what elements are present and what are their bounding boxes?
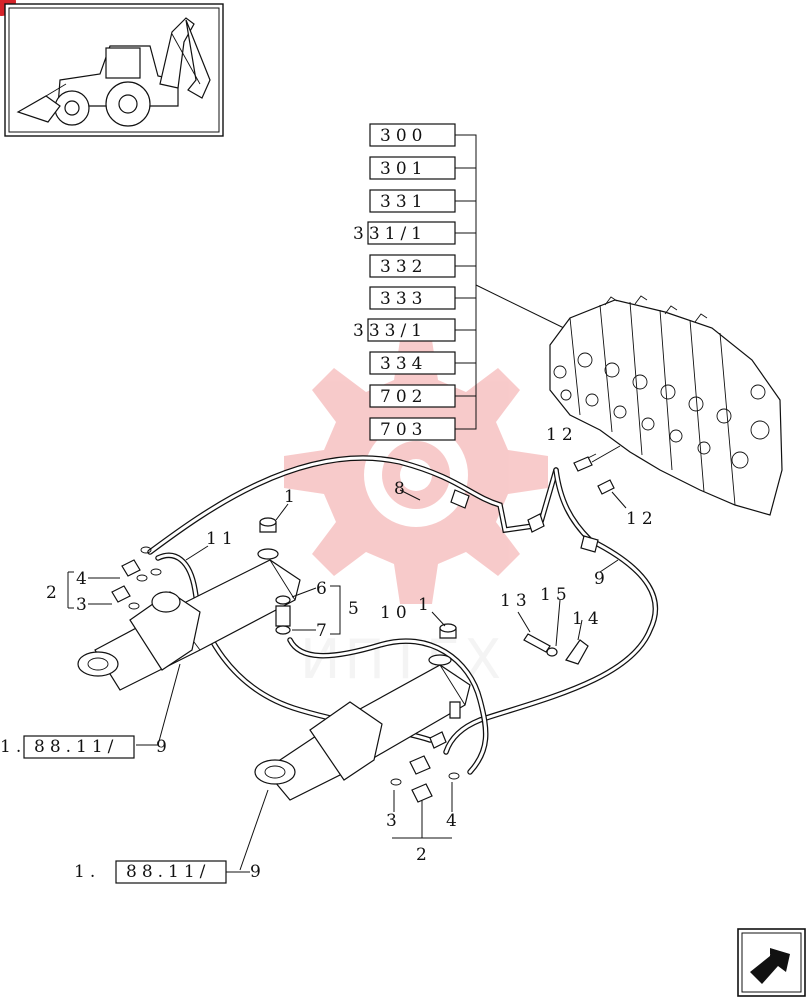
callout-5: 5 bbox=[348, 599, 364, 619]
callout-2: 2 bbox=[416, 845, 432, 865]
callout-12: 12 bbox=[626, 509, 658, 529]
ref-left-suffix: 9 bbox=[156, 737, 172, 757]
code-label: 333/1 bbox=[353, 321, 427, 341]
elbow-fittings-upper bbox=[111, 546, 162, 610]
fittings-6-7 bbox=[275, 595, 291, 635]
lower-cylinder bbox=[254, 654, 471, 801]
code-label: 702 bbox=[380, 387, 427, 407]
code-row-333[interactable]: 333 bbox=[369, 286, 456, 310]
callout-12: 12 bbox=[546, 425, 578, 445]
watermark-gear-icon bbox=[284, 340, 548, 604]
backhoe-loader-thumbnail-icon[interactable] bbox=[4, 3, 224, 137]
callout-3: 3 bbox=[76, 595, 92, 615]
ref-bottom-box: 88.11/ bbox=[126, 862, 210, 882]
code-row-702[interactable]: 702 bbox=[369, 384, 456, 408]
next-page-arrow-icon[interactable] bbox=[737, 928, 806, 997]
code-label: 332 bbox=[380, 257, 427, 277]
reference-bottom[interactable]: 1. 88.11/ 9 bbox=[74, 860, 266, 884]
code-row-703[interactable]: 703 bbox=[369, 417, 456, 441]
elbow-fittings-lower bbox=[390, 701, 461, 803]
plug-1-upper bbox=[259, 517, 277, 533]
code-label: 301 bbox=[380, 159, 427, 179]
callout-14: 14 bbox=[572, 609, 604, 629]
ref-bottom-prefix: 1. bbox=[74, 862, 100, 882]
code-row-334[interactable]: 334 bbox=[369, 351, 456, 375]
code-label: 334 bbox=[380, 354, 427, 374]
callout-11: 11 bbox=[206, 529, 238, 549]
code-row-331-1[interactable]: 331/1 bbox=[353, 221, 456, 245]
code-row-333-1[interactable]: 333/1 bbox=[353, 318, 456, 342]
callout-3: 3 bbox=[386, 811, 402, 831]
callout-8: 8 bbox=[394, 479, 410, 499]
ref-bottom-suffix: 9 bbox=[250, 862, 266, 882]
control-valve-block bbox=[549, 295, 783, 516]
callout-9: 9 bbox=[594, 569, 610, 589]
reference-code-stack: 300 301 331 331/1 332 333 333/1 334 bbox=[353, 123, 569, 441]
callouts: 1 1 2 2 3 3 4 4 5 6 7 8 9 10 11 12 12 13… bbox=[46, 425, 658, 865]
ref-left-prefix: 1. bbox=[0, 737, 26, 757]
plug-1-lower bbox=[439, 623, 457, 639]
reference-left[interactable]: 1. 88.11/ 9 bbox=[0, 735, 172, 759]
callout-2: 2 bbox=[46, 583, 62, 603]
fitting-12-lower bbox=[597, 479, 615, 495]
bolt-13 bbox=[523, 633, 558, 657]
upper-cylinder bbox=[77, 548, 301, 691]
callout-4: 4 bbox=[446, 811, 462, 831]
code-row-332[interactable]: 332 bbox=[369, 254, 456, 278]
callout-4: 4 bbox=[76, 569, 92, 589]
callout-13: 13 bbox=[500, 591, 532, 611]
code-label: 300 bbox=[380, 126, 427, 146]
callout-6: 6 bbox=[316, 579, 332, 599]
callout-1: 1 bbox=[284, 487, 300, 507]
clip-14 bbox=[565, 639, 589, 665]
code-label: 331/1 bbox=[353, 224, 427, 244]
callout-1: 1 bbox=[418, 595, 434, 615]
callout-15: 15 bbox=[540, 585, 572, 605]
callout-7: 7 bbox=[316, 621, 332, 641]
hose-9 bbox=[443, 467, 659, 755]
hose-8 bbox=[147, 455, 559, 555]
code-row-300[interactable]: 300 bbox=[369, 123, 456, 147]
callout-10: 10 bbox=[380, 603, 412, 623]
watermark: ИПТЕХ bbox=[284, 340, 548, 691]
ref-left-box: 88.11/ bbox=[34, 737, 118, 757]
code-label: 331 bbox=[380, 192, 427, 212]
fitting-12-upper bbox=[573, 453, 597, 472]
code-label: 333 bbox=[380, 289, 427, 309]
code-row-301[interactable]: 301 bbox=[369, 156, 456, 180]
code-label: 703 bbox=[380, 420, 427, 440]
hose-10 bbox=[287, 637, 489, 775]
code-row-331[interactable]: 331 bbox=[369, 189, 456, 213]
